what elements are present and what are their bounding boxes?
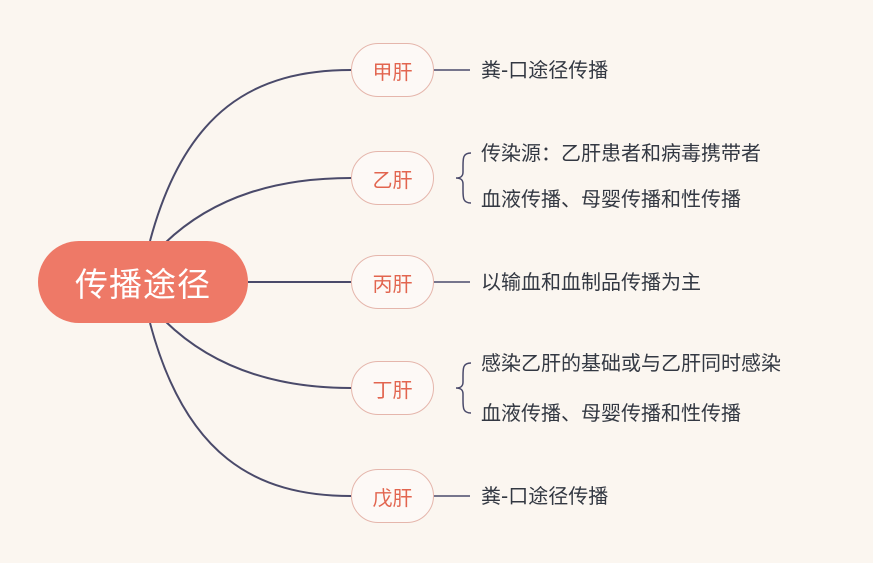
leaf-ding-0: 感染乙肝的基础或与乙肝同时感染 xyxy=(481,351,781,375)
root-node: 传播途径 xyxy=(38,241,248,323)
branch-ding: 丁肝 xyxy=(351,361,434,415)
branch-yi: 乙肝 xyxy=(351,151,434,205)
leaf-wu-0: 粪-口途径传播 xyxy=(481,484,609,508)
leaf-ding-1: 血液传播、母婴传播和性传播 xyxy=(481,401,741,425)
leaf-yi-0: 传染源：乙肝患者和病毒携带者 xyxy=(481,141,761,165)
branch-wu: 戊肝 xyxy=(351,469,434,523)
branch-bing: 丙肝 xyxy=(351,255,434,309)
leaf-jia-0: 粪-口途径传播 xyxy=(481,58,609,82)
connector-ding xyxy=(164,320,352,389)
connector-jia xyxy=(149,69,352,242)
leaf-yi-1: 血液传播、母婴传播和性传播 xyxy=(481,187,741,211)
connector-yi xyxy=(164,177,352,244)
brace-yi xyxy=(455,152,472,204)
brace-ding xyxy=(455,362,472,414)
connector-wu xyxy=(149,322,352,497)
leaf-bing-0: 以输血和血制品传播为主 xyxy=(481,270,701,294)
branch-jia: 甲肝 xyxy=(351,43,434,97)
